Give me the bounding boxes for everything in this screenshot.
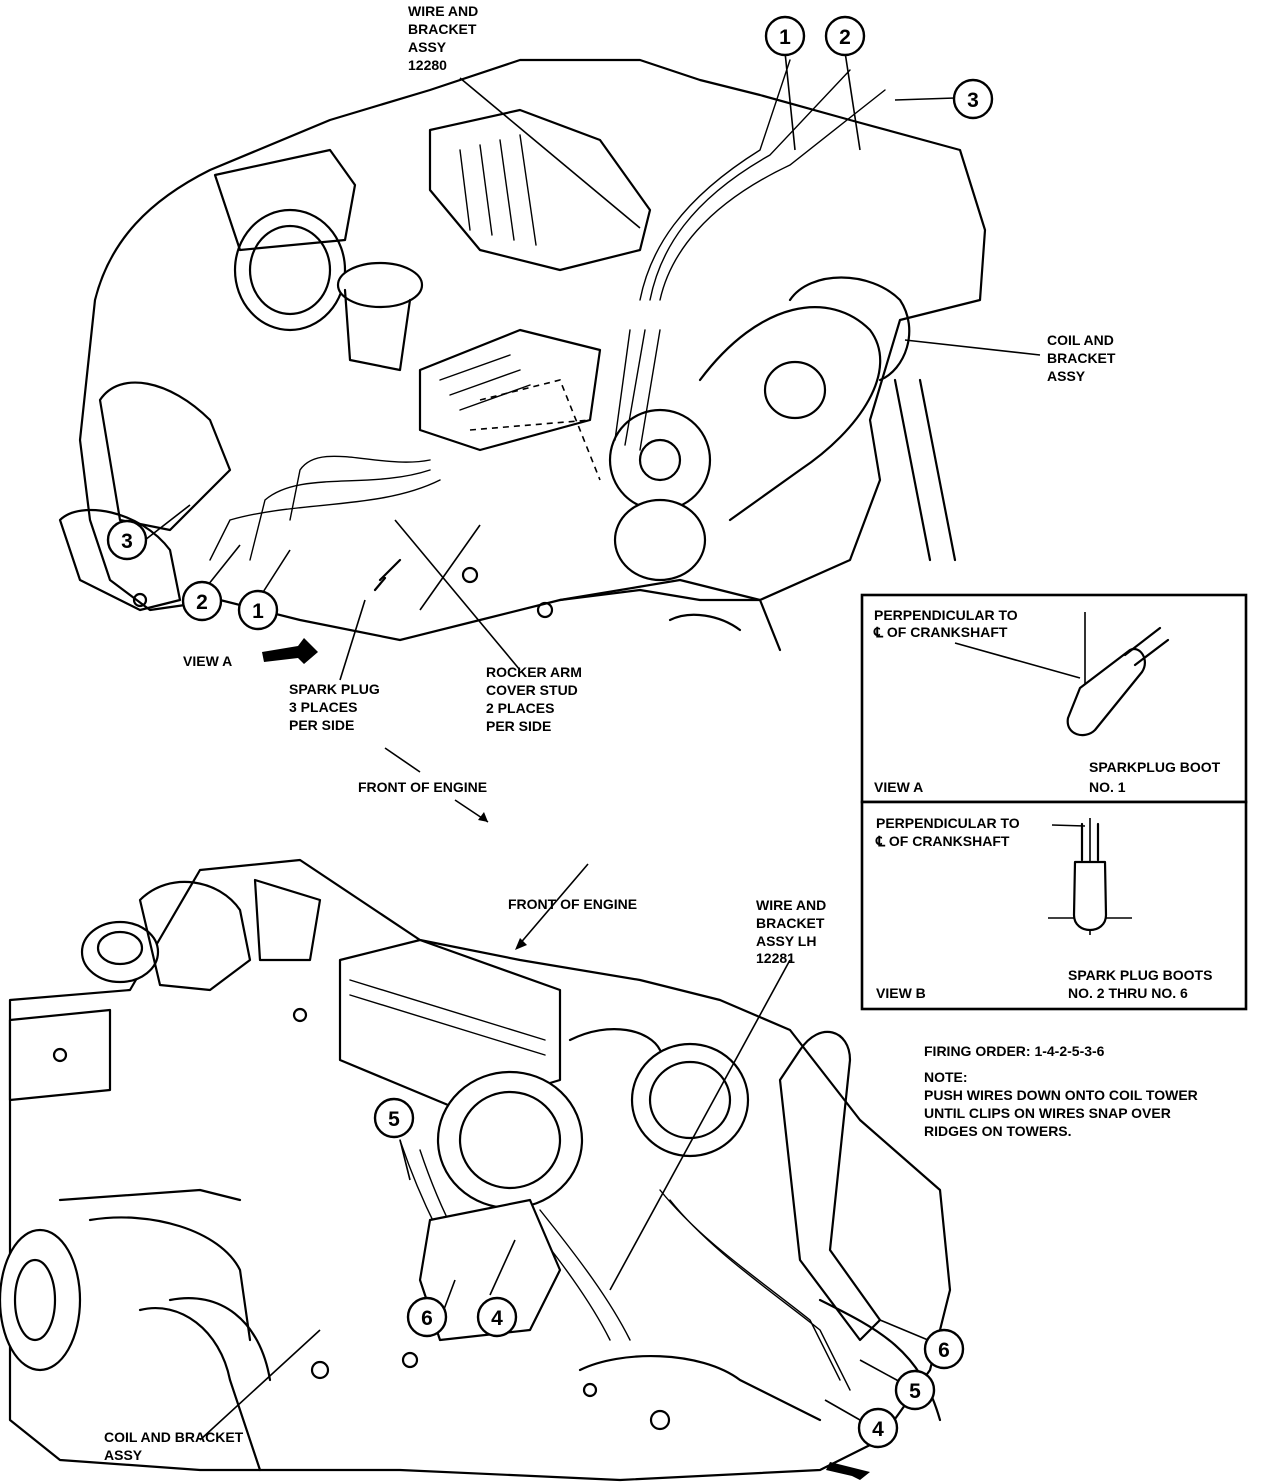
callout-3-top-right: 3 — [952, 78, 994, 120]
svg-text:BRACKET: BRACKET — [408, 21, 477, 37]
label-spark-plug: SPARK PLUG 3 PLACES PER SIDE — [289, 681, 380, 733]
svg-text:FRONT OF ENGINE: FRONT OF ENGINE — [358, 779, 487, 795]
label-wire-bracket-rh: WIRE AND BRACKET ASSY 12280 — [408, 3, 478, 73]
svg-text:ASSY: ASSY — [104, 1447, 143, 1463]
callout-2-top: 2 — [824, 15, 866, 57]
callout-1-top-left: 1 — [237, 589, 279, 631]
svg-text:COVER STUD: COVER STUD — [486, 682, 578, 698]
view-a-panel: PERPENDICULAR TO ℄ OF CRANKSHAFT SPARKPL… — [860, 593, 1248, 804]
svg-text:SPARK PLUG: SPARK PLUG — [289, 681, 380, 697]
firing-order-note: FIRING ORDER: 1-4-2-5-3-6 NOTE: PUSH WIR… — [924, 1043, 1198, 1139]
svg-text:PER SIDE: PER SIDE — [486, 718, 551, 734]
svg-text:FRONT OF ENGINE: FRONT OF ENGINE — [508, 896, 637, 912]
svg-text:PER SIDE: PER SIDE — [289, 717, 354, 733]
svg-text:ASSY: ASSY — [408, 39, 447, 55]
svg-text:3: 3 — [967, 89, 979, 112]
svg-text:COIL AND: COIL AND — [1047, 332, 1114, 348]
svg-text:1: 1 — [252, 600, 264, 623]
svg-text:4: 4 — [872, 1418, 884, 1441]
svg-text:6: 6 — [938, 1339, 950, 1362]
svg-text:ASSY: ASSY — [1047, 368, 1086, 384]
callout-6-bottom-right: 6 — [923, 1328, 965, 1370]
svg-text:6: 6 — [421, 1307, 433, 1330]
svg-text:NOTE:: NOTE: — [924, 1069, 968, 1085]
svg-text:COIL AND BRACKET: COIL AND BRACKET — [104, 1429, 244, 1445]
callout-4-bottom-right: 4 — [857, 1407, 899, 1449]
svg-text:BRACKET: BRACKET — [756, 915, 825, 931]
label-coil-bracket-bottom: COIL AND BRACKET ASSY — [104, 1429, 244, 1463]
svg-text:VIEW A: VIEW A — [874, 779, 923, 795]
view-b-panel: PERPENDICULAR TO ℄ OF CRANKSHAFT SPARK P… — [860, 800, 1248, 1011]
label-view-a-arrow: VIEW A — [183, 638, 318, 669]
svg-text:WIRE AND: WIRE AND — [756, 897, 826, 913]
svg-text:VIEW B: VIEW B — [876, 985, 926, 1001]
svg-text:SPARKPLUG BOOT: SPARKPLUG BOOT — [1089, 759, 1221, 775]
label-front-of-engine-2: FRONT OF ENGINE — [508, 896, 637, 912]
svg-text:2: 2 — [196, 591, 208, 614]
label-rocker-arm: ROCKER ARM COVER STUD 2 PLACES PER SIDE — [486, 664, 582, 734]
svg-text:PUSH WIRES DOWN ONTO COIL TOWE: PUSH WIRES DOWN ONTO COIL TOWER — [924, 1087, 1198, 1103]
top-leader-lines — [144, 51, 1041, 681]
label-coil-bracket-top: COIL AND BRACKET ASSY — [1047, 332, 1116, 384]
bottom-engine-illustration — [0, 858, 952, 1482]
svg-text:12280: 12280 — [408, 57, 447, 73]
svg-text:1: 1 — [779, 26, 791, 49]
svg-text:ROCKER ARM: ROCKER ARM — [486, 664, 582, 680]
svg-text:2: 2 — [839, 26, 851, 49]
svg-text:WIRE AND: WIRE AND — [408, 3, 478, 19]
svg-text:BRACKET: BRACKET — [1047, 350, 1116, 366]
svg-text:℄ OF CRANKSHAFT: ℄ OF CRANKSHAFT — [875, 833, 1010, 849]
svg-text:2 PLACES: 2 PLACES — [486, 700, 554, 716]
svg-text:5: 5 — [388, 1108, 400, 1131]
callout-2-top-left: 2 — [181, 580, 223, 622]
label-wire-bracket-lh: WIRE AND BRACKET ASSY LH 12281 — [756, 897, 826, 966]
callout-5-bottom-left: 5 — [373, 1097, 415, 1139]
svg-text:ASSY LH: ASSY LH — [756, 933, 816, 949]
callout-5-bottom-right: 5 — [894, 1369, 936, 1411]
svg-text:3: 3 — [121, 530, 133, 553]
callout-1-top: 1 — [764, 15, 806, 57]
svg-text:PERPENDICULAR TO: PERPENDICULAR TO — [874, 607, 1018, 623]
svg-text:UNTIL CLIPS ON WIRES SNAP OVER: UNTIL CLIPS ON WIRES SNAP OVER — [924, 1105, 1171, 1121]
top-engine-illustration — [58, 58, 987, 652]
callout-4-bottom-left: 4 — [476, 1296, 518, 1338]
svg-text:RIDGES ON TOWERS.: RIDGES ON TOWERS. — [924, 1123, 1072, 1139]
callout-6-bottom-left: 6 — [406, 1296, 448, 1338]
svg-text:FIRING ORDER: 1-4-2-5-3-6: FIRING ORDER: 1-4-2-5-3-6 — [924, 1043, 1105, 1059]
svg-text:SPARK PLUG BOOTS: SPARK PLUG BOOTS — [1068, 967, 1212, 983]
svg-text:℄ OF CRANKSHAFT: ℄ OF CRANKSHAFT — [873, 624, 1008, 640]
label-front-of-engine-1: FRONT OF ENGINE — [358, 747, 489, 823]
svg-text:3 PLACES: 3 PLACES — [289, 699, 357, 715]
svg-text:VIEW A: VIEW A — [183, 653, 232, 669]
svg-text:NO. 1: NO. 1 — [1089, 779, 1126, 795]
callout-3-top-left: 3 — [106, 519, 148, 561]
svg-text:4: 4 — [491, 1307, 503, 1330]
svg-text:12281: 12281 — [756, 950, 795, 966]
svg-text:PERPENDICULAR TO: PERPENDICULAR TO — [876, 815, 1020, 831]
svg-text:5: 5 — [909, 1380, 921, 1403]
svg-text:NO. 2 THRU NO. 6: NO. 2 THRU NO. 6 — [1068, 985, 1188, 1001]
